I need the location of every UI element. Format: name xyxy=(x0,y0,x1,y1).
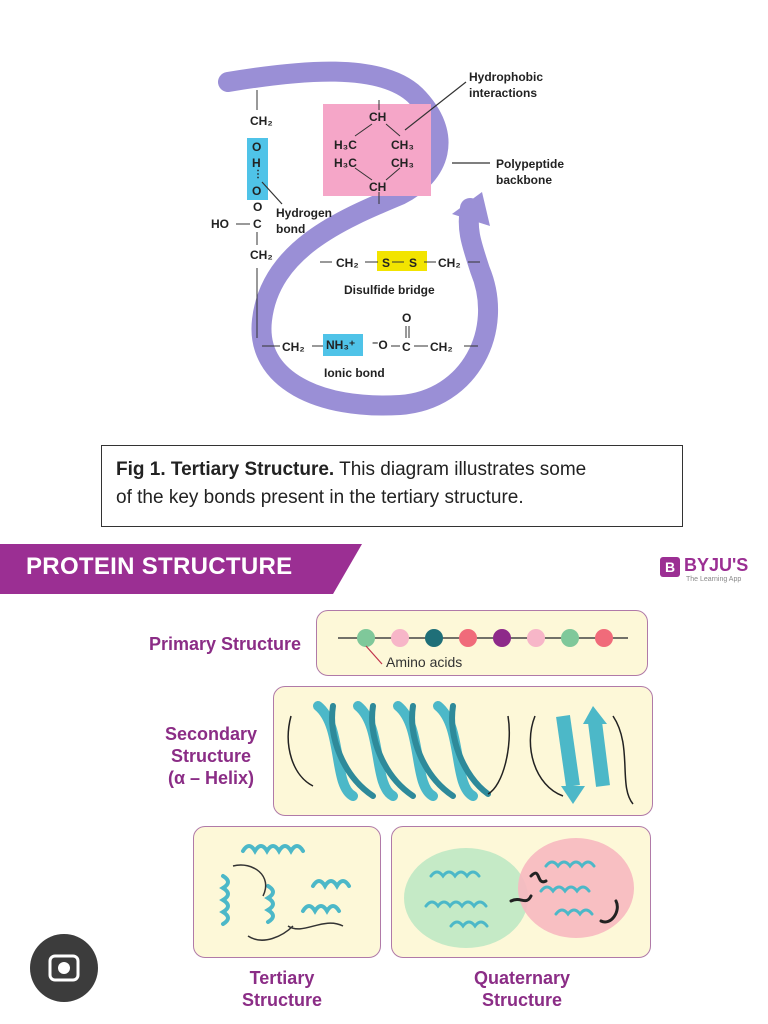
h3c-2: H₃C xyxy=(334,156,357,170)
hbond-h: H xyxy=(252,156,261,170)
quaternary-label-1: Quaternary xyxy=(473,968,571,988)
byjus-logo-tagline: The Learning App xyxy=(686,576,742,583)
hbond-o2: O xyxy=(252,184,262,198)
o-minus: ⁻O xyxy=(372,338,388,352)
camera-search-icon xyxy=(48,954,80,982)
tertiary-structure-label: Tertiary Structure xyxy=(222,967,342,1011)
sulfur-1: S xyxy=(382,256,391,270)
ch2-disulfide-right: CH₂ xyxy=(438,256,461,270)
amino-acid-bead xyxy=(493,629,511,647)
amino-acid-bead xyxy=(595,629,613,647)
hbond-dots: ⋮ xyxy=(253,169,263,180)
primary-structure-label: Primary Structure xyxy=(148,634,302,654)
amino-acid-bead xyxy=(561,629,579,647)
disulfide-label: Disulfide bridge xyxy=(344,283,435,297)
quaternary-label-2: Structure xyxy=(481,990,562,1010)
secondary-label-2: Structure xyxy=(170,746,251,766)
sulfur-2: S xyxy=(409,256,418,270)
h3c-1: H₃C xyxy=(334,138,357,152)
byjus-logo: B BYJU'S The Learning App xyxy=(660,555,760,585)
ionic-carbon: C xyxy=(402,340,411,354)
ch2-mid-left: CH₂ xyxy=(250,248,273,262)
caption-title: Fig 1. Tertiary Structure. xyxy=(116,459,335,480)
tertiary-label-2: Structure xyxy=(241,990,322,1010)
quaternary-structure-illustration xyxy=(404,838,634,948)
amino-acid-bead xyxy=(425,629,443,647)
banner-title: PROTEIN STRUCTURE xyxy=(26,553,293,580)
backbone-label-1: Polypeptide xyxy=(496,157,565,171)
quaternary-structure-label: Quaternary Structure xyxy=(452,967,592,1011)
caption-line-2: of the key bonds present in the tertiary… xyxy=(116,487,524,508)
ch-bottom: CH xyxy=(369,180,387,194)
hydrogen-bond-box xyxy=(247,138,268,200)
ch2-ionic-right: CH₂ xyxy=(430,340,453,354)
tertiary-label-1: Tertiary xyxy=(249,968,315,988)
ch3-2: CH₃ xyxy=(391,156,414,170)
caption-line-1: This diagram illustrates some xyxy=(334,459,587,480)
amino-acid-bead xyxy=(357,629,375,647)
protein-structure-banner xyxy=(0,544,362,594)
amino-acid-bead xyxy=(527,629,545,647)
hydrophobic-label-1: Hydrophobic xyxy=(469,70,543,84)
hydrophobic-box xyxy=(323,104,431,196)
tertiary-bond-diagram xyxy=(218,61,498,416)
ch2-top-left: CH₂ xyxy=(250,114,273,128)
amino-acids-label: Amino acids xyxy=(386,654,463,670)
tertiary-structure-illustration xyxy=(219,844,351,941)
ionic-box xyxy=(323,334,363,356)
hbond-label-2: bond xyxy=(276,222,306,236)
carbon-label: C xyxy=(253,217,262,231)
backbone-label-2: backbone xyxy=(496,173,553,187)
ch2-disulfide-left: CH₂ xyxy=(336,256,359,270)
ho-label: HO xyxy=(211,217,229,231)
ch2-ionic-left: CH₂ xyxy=(282,340,305,354)
ionic-label: Ionic bond xyxy=(324,366,385,380)
ch3-1: CH₃ xyxy=(391,138,414,152)
amino-acid-chain xyxy=(338,629,628,665)
polypeptide-backbone xyxy=(218,61,498,416)
ionic-carbonyl-o: O xyxy=(402,311,412,325)
disulfide-box xyxy=(377,251,427,271)
byjus-logo-mark: B xyxy=(660,557,680,577)
amino-acid-bead xyxy=(391,629,409,647)
nh3-plus: NH₃⁺ xyxy=(326,338,356,352)
byjus-logo-name: BYJU'S xyxy=(684,555,749,575)
secondary-structure-label: Secondary Structure (α – Helix) xyxy=(146,723,276,789)
carbonyl-o-label: O xyxy=(253,200,263,214)
secondary-label-1: Secondary xyxy=(164,724,258,744)
hbond-label-1: Hydrogen xyxy=(276,206,333,220)
hbond-o: O xyxy=(252,140,262,154)
lens-search-button[interactable] xyxy=(30,934,98,1002)
secondary-label-3: (α – Helix) xyxy=(167,768,255,788)
amino-acid-bead xyxy=(459,629,477,647)
alpha-helix-illustration xyxy=(287,701,634,805)
backbone-arrowhead xyxy=(452,192,490,226)
hydrophobic-label-2: interactions xyxy=(469,86,538,100)
figure-caption: Fig 1. Tertiary Structure. This diagram … xyxy=(101,445,683,527)
ch-top: CH xyxy=(369,110,387,124)
